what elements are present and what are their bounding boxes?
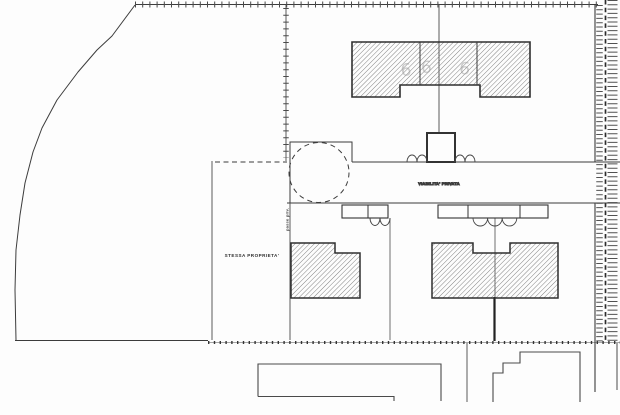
turning-bay-outline xyxy=(289,141,353,203)
neighbour-stepped-building xyxy=(492,351,581,402)
north-building-group: 6 6 6 xyxy=(351,41,531,163)
southwest-gate-arcs xyxy=(369,217,391,226)
north-gate-arcs-left xyxy=(406,154,428,163)
north-gate-arcs-right xyxy=(454,154,476,163)
annotations: STESSA PROPRIETA' passo priv. xyxy=(225,208,290,258)
lot-division-lines xyxy=(211,5,496,402)
north-gate-cabin xyxy=(426,132,456,163)
faint-mark-1: 6 xyxy=(400,60,412,81)
private-road: VIABILITA' PRIVATA xyxy=(215,141,620,204)
turning-circle-dashed xyxy=(288,142,350,203)
faint-mark-3: 6 xyxy=(459,59,471,80)
southeast-lot-group xyxy=(431,204,559,299)
neighbour-structures xyxy=(257,351,581,402)
southeast-garage-dividers xyxy=(467,205,521,218)
west-boundary-curve xyxy=(14,4,136,341)
southwest-building xyxy=(290,242,361,299)
north-building-dividers xyxy=(419,42,478,85)
north-building xyxy=(351,41,531,98)
east-road-strips xyxy=(596,0,618,390)
southwest-garage-block xyxy=(341,204,389,219)
southwest-lot-group xyxy=(290,204,391,299)
neighbour-rect-west xyxy=(257,363,442,401)
southeast-garage-block xyxy=(437,204,549,219)
faint-mark-2: 6 xyxy=(421,58,432,78)
southeast-building xyxy=(431,242,559,299)
passage-label: passo priv. xyxy=(285,208,290,231)
road-label: VIABILITA' PRIVATA xyxy=(418,181,460,186)
southeast-gate-arcs xyxy=(472,217,518,227)
same-property-label: STESSA PROPRIETA' xyxy=(225,253,280,258)
parcel-boundaries xyxy=(14,1,620,392)
